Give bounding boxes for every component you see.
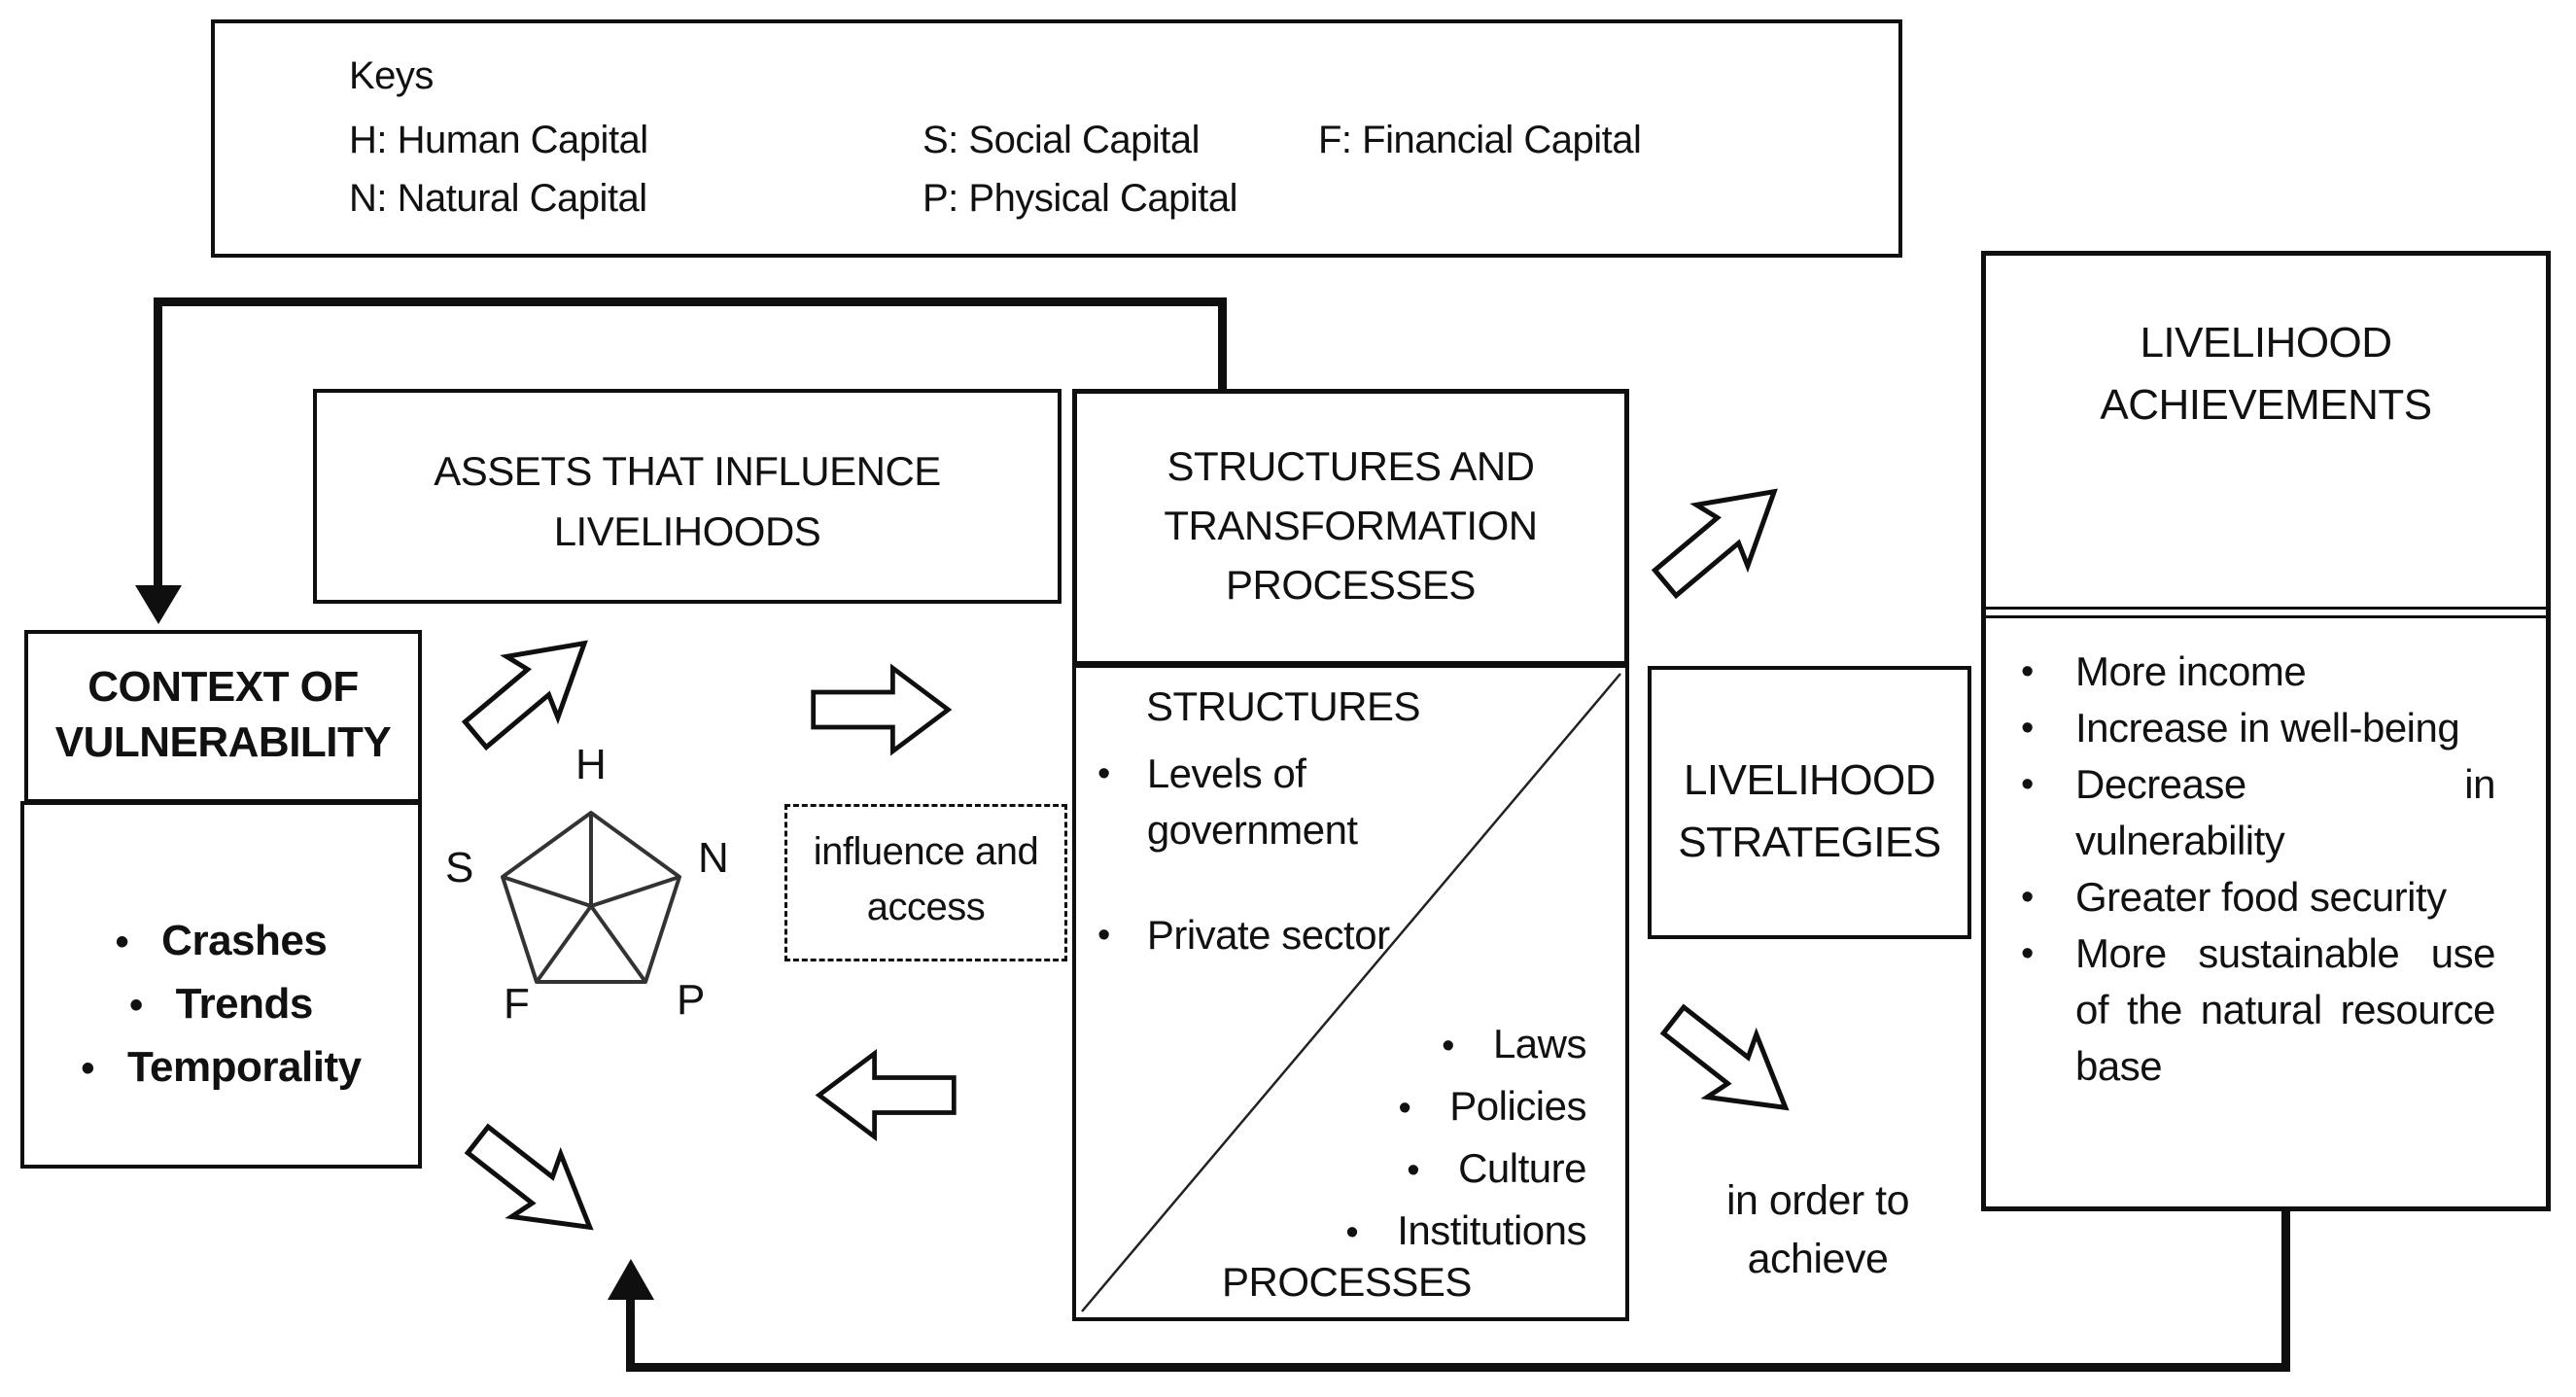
structures-transformation-title: STRUCTURES AND TRANSFORMATION PROCESSES bbox=[1164, 443, 1538, 608]
process-item-laws: Laws bbox=[1492, 1021, 1587, 1066]
bullet-icon: • bbox=[2021, 877, 2034, 918]
process-item-institutions: Institutions bbox=[1397, 1207, 1586, 1253]
achievement-natural-resource-base: More sustainable use of the natural reso… bbox=[2075, 930, 2496, 1089]
list-item: • Private sector bbox=[1097, 907, 1447, 963]
arrowhead-up-icon bbox=[608, 1259, 654, 1300]
asset-pentagon-icon bbox=[501, 811, 681, 984]
context-of-vulnerability-list-box: • Crashes • Trends • Temporality bbox=[20, 801, 422, 1169]
influence-text-line1: influence and bbox=[813, 830, 1039, 873]
list-item: • Laws bbox=[1442, 1016, 1586, 1074]
context-of-vulnerability-title-box: CONTEXT OF VULNERABILITY bbox=[24, 630, 422, 803]
block-arrow-left-icon bbox=[815, 1049, 957, 1141]
feedback-line-bottom-horizontal bbox=[626, 1363, 2290, 1372]
keys-legend-box: Keys H: Human Capital S: Social Capital … bbox=[211, 19, 1902, 258]
achievements-list: • More income • Increase in well-being • De… bbox=[1986, 618, 2546, 1095]
bullet-icon: • bbox=[81, 1047, 94, 1090]
bullet-icon: • bbox=[1442, 1026, 1454, 1066]
arrowhead-down-icon bbox=[135, 585, 182, 624]
key-physical-capital: P: Physical Capital bbox=[922, 177, 1237, 220]
vulnerability-item-trends: Trends bbox=[175, 980, 314, 1028]
achievement-food-security: Greater food security bbox=[2075, 874, 2447, 920]
list-item: • Crashes bbox=[24, 910, 418, 973]
bullet-icon: • bbox=[1097, 753, 1110, 794]
bullet-icon: • bbox=[1398, 1088, 1411, 1129]
process-item-policies: Policies bbox=[1449, 1083, 1586, 1129]
feedback-line-top-horizontal bbox=[154, 297, 1227, 306]
context-of-vulnerability-title: CONTEXT OF VULNERABILITY bbox=[54, 663, 392, 766]
assets-title: ASSETS THAT INFLUENCE LIVELIHOODS bbox=[434, 448, 941, 554]
block-arrow-down-right-icon bbox=[464, 1123, 594, 1231]
pentagon-label-n: N bbox=[698, 834, 729, 882]
feedback-line-top-right-drop bbox=[1218, 297, 1227, 392]
vulnerability-item-crashes: Crashes bbox=[161, 917, 328, 964]
key-natural-capital: N: Natural Capital bbox=[349, 177, 647, 220]
list-item: • More sustainable use of the natural res… bbox=[2021, 926, 2496, 1095]
structure-item-private-sector: Private sector bbox=[1146, 912, 1390, 958]
block-arrow-up-right-icon bbox=[1651, 488, 1778, 600]
structures-processes-box: STRUCTURES • Levels of government • Priv… bbox=[1072, 664, 1629, 1321]
structures-processes-diagonal-line bbox=[1081, 673, 1621, 1312]
structures-transformation-title-box: STRUCTURES AND TRANSFORMATION PROCESSES bbox=[1072, 389, 1629, 666]
influence-and-access-box: influence and access bbox=[784, 804, 1067, 961]
livelihood-strategies-title: LIVELIHOOD STRATEGIES bbox=[1678, 756, 1941, 866]
double-divider bbox=[1986, 610, 2546, 618]
bullet-icon: • bbox=[1407, 1150, 1420, 1191]
key-human-capital: H: Human Capital bbox=[349, 119, 648, 161]
pentagon-label-s: S bbox=[445, 844, 473, 891]
list-item: • Temporality bbox=[24, 1036, 418, 1100]
bullet-icon: • bbox=[115, 921, 129, 963]
feedback-line-top-left-drop bbox=[154, 297, 162, 587]
list-item: • Levels of government bbox=[1097, 746, 1399, 858]
influence-text-line2: access bbox=[866, 886, 986, 928]
livelihood-strategies-box: LIVELIHOOD STRATEGIES bbox=[1648, 666, 1971, 939]
feedback-line-bottom-right-drop bbox=[2281, 1206, 2290, 1372]
bullet-icon: • bbox=[129, 984, 143, 1027]
achievement-wellbeing: Increase in well-being bbox=[2075, 705, 2460, 751]
structures-section-label: STRUCTURES bbox=[1146, 683, 1421, 729]
list-item: • Policies bbox=[1398, 1078, 1586, 1136]
bullet-icon: • bbox=[2021, 651, 2034, 692]
structure-item-levels-of-government: Levels of government bbox=[1146, 751, 1358, 853]
assets-title-box: ASSETS THAT INFLUENCE LIVELIHOODS bbox=[313, 389, 1062, 604]
key-social-capital: S: Social Capital bbox=[922, 119, 1200, 161]
list-item: • More income bbox=[2021, 644, 2495, 700]
list-item: • Greater food security bbox=[2021, 869, 2495, 926]
pentagon-label-p: P bbox=[677, 976, 705, 1024]
bullet-icon: • bbox=[1097, 915, 1110, 956]
in-order-to-achieve-text: in order to achieve bbox=[1725, 1177, 1910, 1282]
pentagon-label-h: H bbox=[575, 741, 607, 788]
livelihood-achievements-box: LIVELIHOOD ACHIEVEMENTS • More income • In… bbox=[1981, 251, 2551, 1211]
achievement-vulnerability: Decrease in vulnerability bbox=[2075, 761, 2496, 863]
list-item: • Institutions bbox=[1345, 1203, 1586, 1261]
bullet-icon: • bbox=[1345, 1212, 1359, 1253]
bullet-icon: • bbox=[2021, 708, 2034, 749]
bullet-icon: • bbox=[2021, 933, 2034, 974]
list-item: • Trends bbox=[24, 973, 418, 1036]
block-arrow-up-right-icon bbox=[461, 640, 588, 751]
livelihood-achievements-title: LIVELIHOOD ACHIEVEMENTS bbox=[1986, 256, 2546, 610]
feedback-line-bottom-left-rise bbox=[626, 1299, 635, 1367]
achievement-more-income: More income bbox=[2075, 648, 2307, 694]
vulnerability-item-temporality: Temporality bbox=[126, 1043, 362, 1091]
block-arrow-down-right-icon bbox=[1659, 1003, 1790, 1111]
list-item: • Decrease in vulnerability bbox=[2021, 756, 2496, 869]
processes-section-label: PROCESSES bbox=[1222, 1259, 1472, 1305]
pentagon-label-f: F bbox=[504, 980, 530, 1028]
list-item: • Increase in well-being bbox=[2021, 700, 2495, 756]
process-item-culture: Culture bbox=[1458, 1145, 1586, 1191]
bullet-icon: • bbox=[2021, 764, 2034, 805]
block-arrow-right-icon bbox=[811, 663, 953, 756]
keys-title: Keys bbox=[349, 54, 434, 97]
list-item: • Culture bbox=[1407, 1140, 1586, 1199]
key-financial-capital: F: Financial Capital bbox=[1318, 119, 1642, 161]
